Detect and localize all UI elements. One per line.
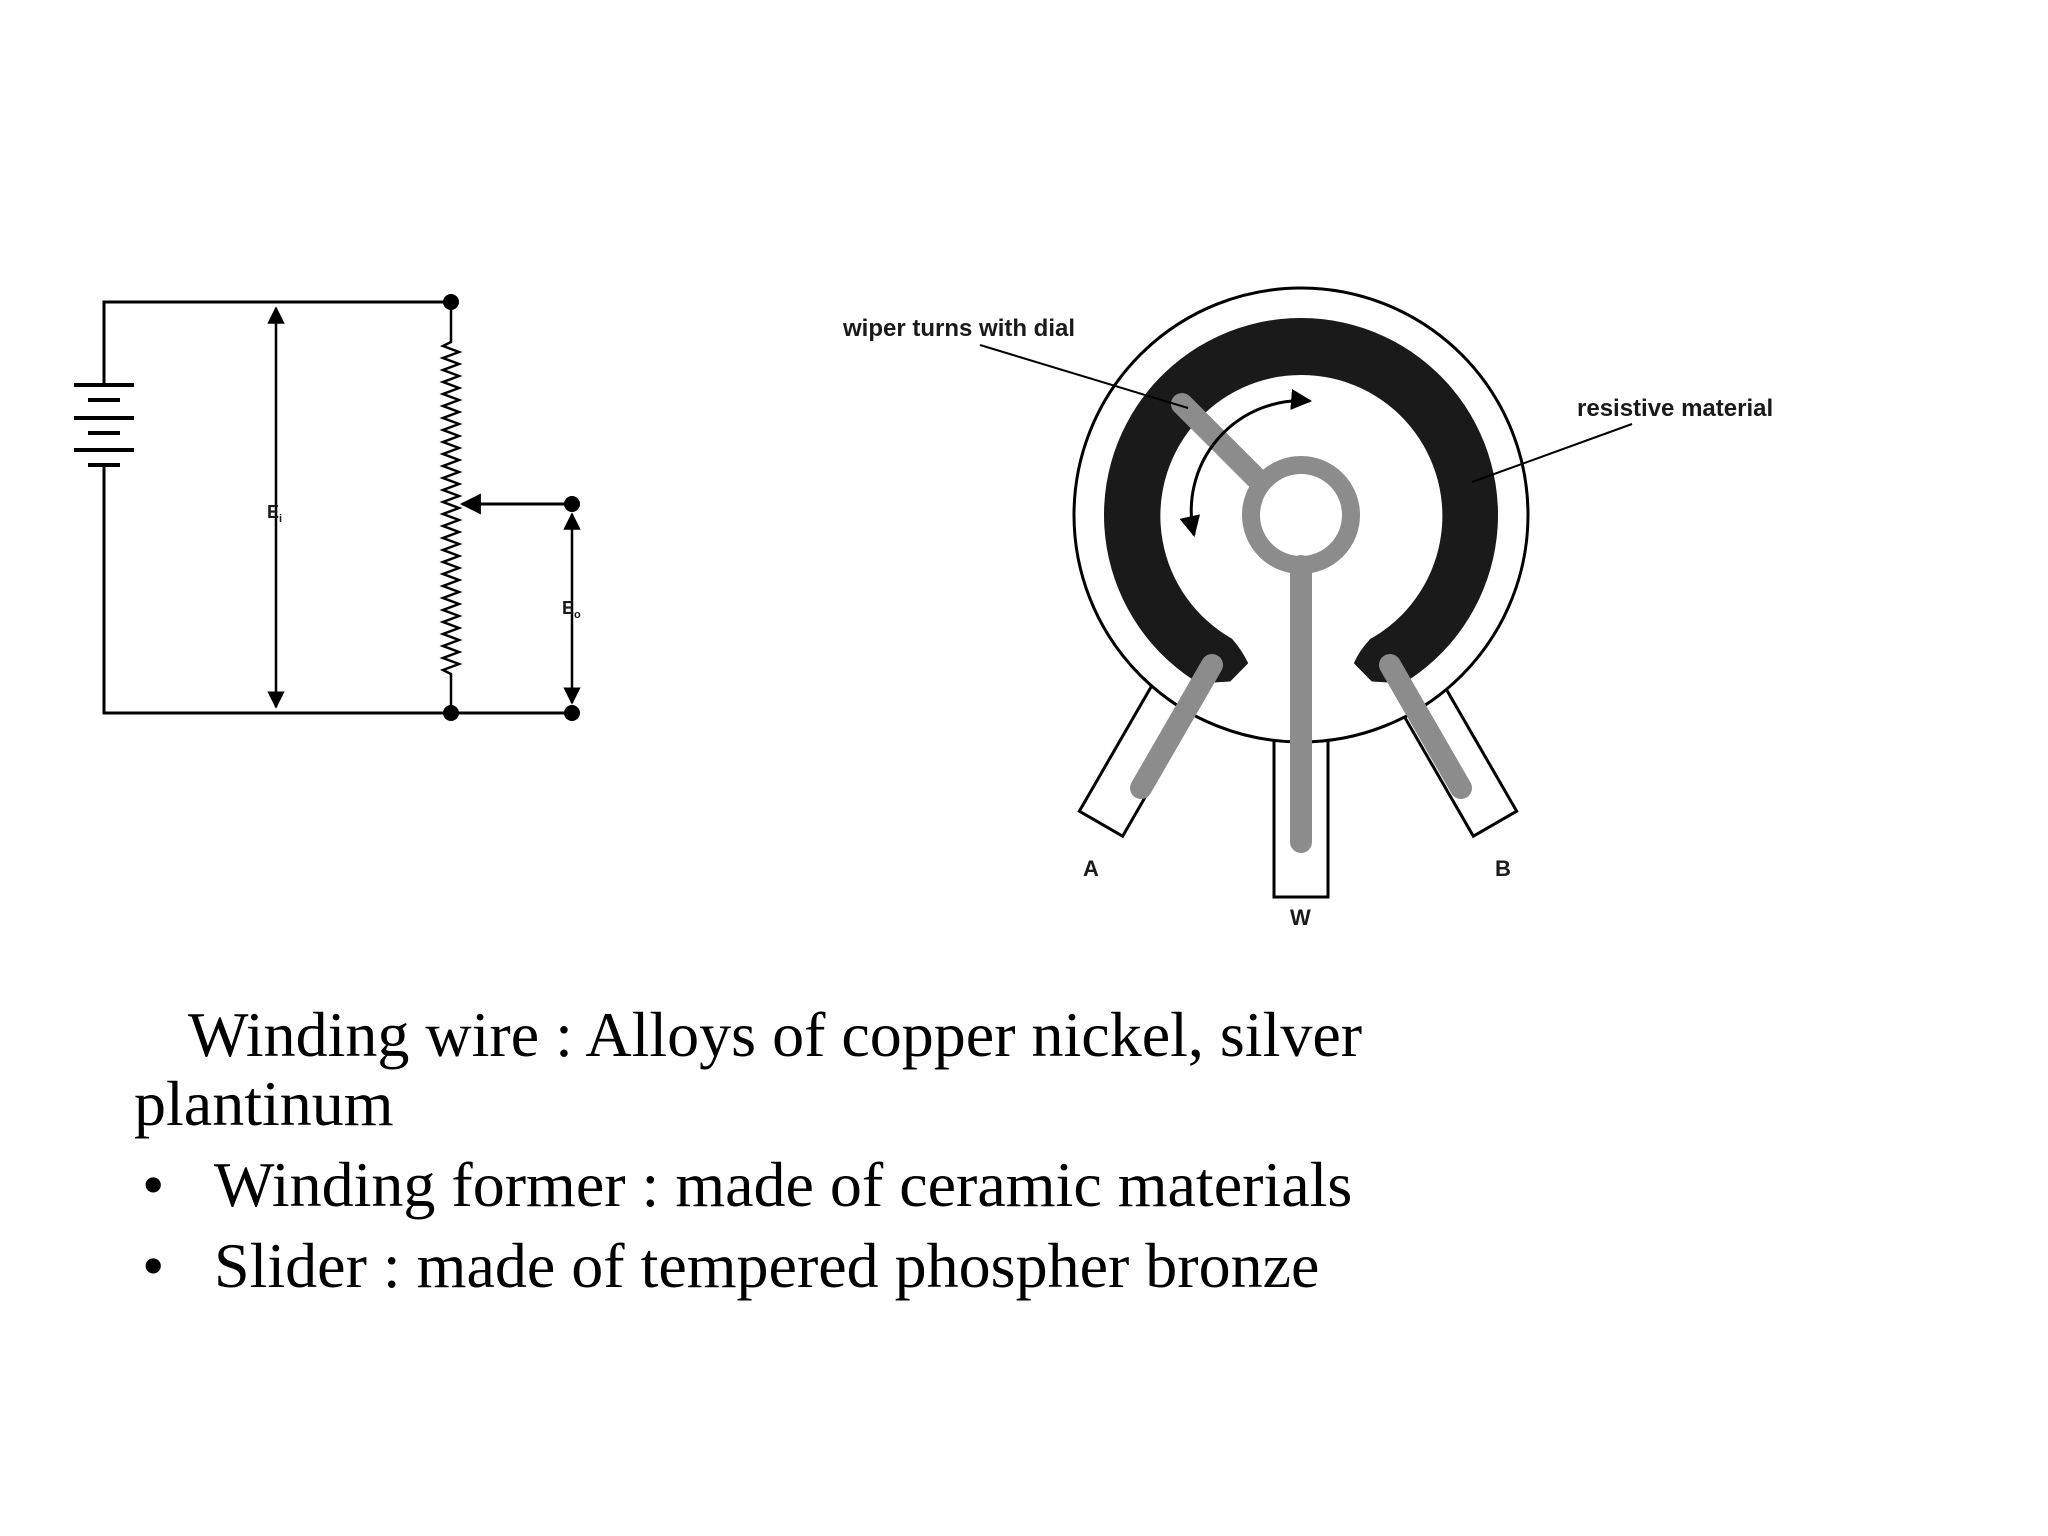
terminal-w-label: W: [1290, 905, 1311, 930]
resistor-zigzag: [439, 302, 463, 713]
resistive-leader-line: [1471, 423, 1633, 483]
bullet-item: • Slider : made of tempered phospher bro…: [134, 1231, 1834, 1300]
input-voltage-label: Ei: [267, 502, 282, 525]
wiper-label: wiper turns with dial: [842, 315, 1075, 342]
output-voltage-label: Eo: [562, 598, 581, 621]
bullet-text: Slider : made of tempered phospher bronz…: [214, 1230, 1320, 1302]
circuit-terminals: [443, 294, 580, 721]
terminal-dot: [564, 496, 580, 512]
rotation-arrow: [1179, 389, 1313, 538]
materials-text: Winding wire : Alloys of copper nickel, …: [134, 999, 1834, 1301]
terminal-dot: [443, 705, 459, 721]
voltage-divider-circuit: [74, 300, 581, 715]
bullet-icon: •: [142, 1149, 165, 1221]
terminal-dot: [443, 294, 459, 310]
circuit-wire-top: [102, 300, 451, 385]
terminal-dot: [564, 705, 580, 721]
bullet-item: • Winding former : made of ceramic mater…: [134, 1150, 1834, 1219]
bullet-icon: •: [142, 1230, 165, 1302]
battery-icon: [74, 383, 134, 467]
terminal-a-label: A: [1083, 856, 1099, 881]
bullet-text: Winding former : made of ceramic materia…: [214, 1149, 1353, 1221]
rotary-potentiometer: [979, 286, 1633, 899]
winding-wire-line2: plantinum: [134, 1068, 394, 1140]
wiper-leader-line: [979, 344, 1189, 409]
winding-wire-line1: Winding wire : Alloys of copper nickel, …: [188, 999, 1363, 1070]
circuit-wire-bottom: [102, 465, 572, 715]
resistive-material-label: resistive material: [1577, 395, 1773, 422]
terminal-b-label: B: [1495, 856, 1511, 881]
